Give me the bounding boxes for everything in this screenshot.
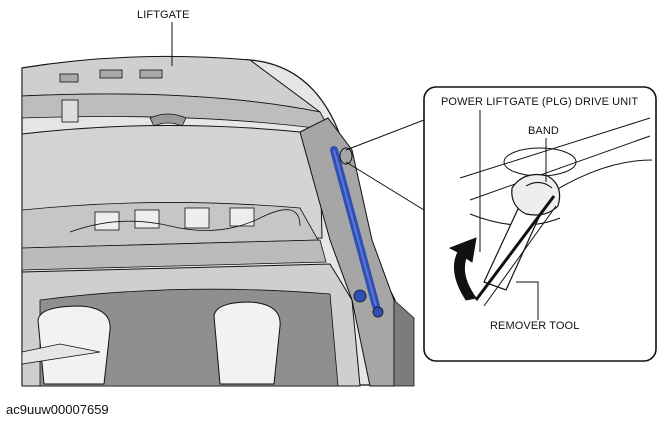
detail-inset — [423, 86, 657, 362]
vehicle-rear-illustration — [21, 55, 415, 387]
headrest-right — [213, 301, 281, 385]
zoom-line-lower — [345, 161, 425, 211]
remover-tool-leader — [516, 281, 539, 320]
headrest-left — [37, 305, 111, 385]
detail-remover-tool — [474, 195, 556, 301]
label-band: BAND — [528, 125, 559, 137]
zoom-line-upper — [345, 119, 425, 151]
label-plg-drive-unit: POWER LIFTGATE (PLG) DRIVE UNIT — [441, 96, 639, 108]
strut-lower-mount — [353, 289, 367, 303]
figure-code: ac9uuw00007659 — [6, 402, 109, 417]
rotation-arrow — [448, 237, 477, 301]
label-liftgate: LIFTGATE — [137, 9, 190, 21]
detail-band — [511, 173, 561, 216]
label-remover-tool: REMOVER TOOL — [490, 320, 580, 332]
